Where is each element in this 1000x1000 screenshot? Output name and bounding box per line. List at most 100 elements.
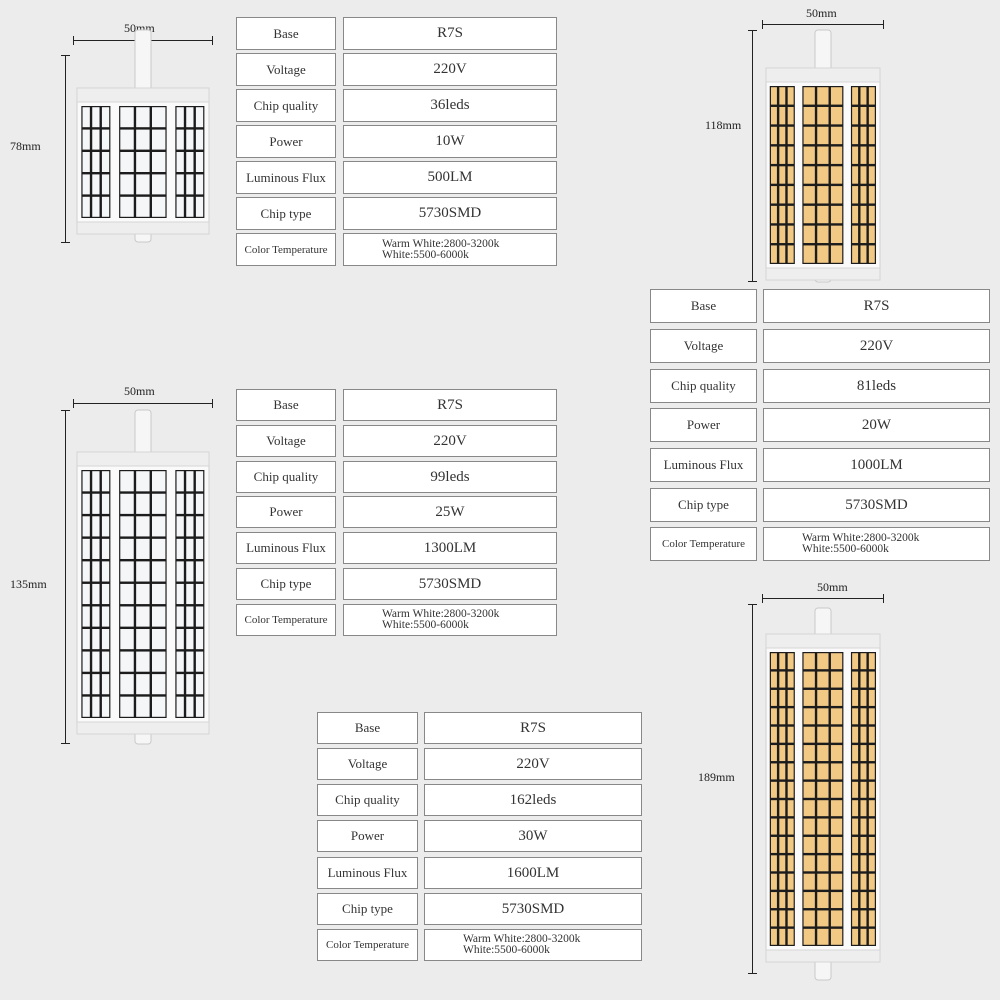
led-chip <box>92 629 100 650</box>
led-chip <box>92 107 100 128</box>
led-chip <box>860 836 867 853</box>
led-chip <box>101 129 110 150</box>
led-chip <box>101 107 110 128</box>
led-chip <box>830 928 843 945</box>
led-chip <box>186 516 194 537</box>
led-chip <box>136 174 150 195</box>
spec-value: 36leds <box>343 89 557 122</box>
led-chip <box>860 166 867 184</box>
led-chip <box>868 745 875 762</box>
led-chip <box>92 583 100 605</box>
end-pin <box>814 29 832 75</box>
led-chip <box>830 186 843 204</box>
led-chip <box>787 166 794 184</box>
led-chip <box>779 800 786 817</box>
spec-value: 220V <box>424 748 642 780</box>
spec-value: 25W <box>343 496 557 528</box>
led-chip <box>186 696 194 717</box>
led-chip <box>852 892 859 909</box>
length-dimension-label: 118mm <box>705 118 742 132</box>
led-chip <box>787 928 794 945</box>
led-chip <box>852 689 859 706</box>
led-chip <box>830 106 843 125</box>
led-chip <box>860 708 867 725</box>
led-chip <box>770 126 777 145</box>
led-chip <box>101 538 110 559</box>
led-chip <box>92 196 100 217</box>
led-chip <box>82 174 90 195</box>
led-chip <box>830 708 843 725</box>
led-chip <box>82 629 90 650</box>
led-chip <box>101 651 110 672</box>
led-chip <box>136 107 150 128</box>
led-chip <box>101 674 110 695</box>
led-chip <box>860 892 867 909</box>
length-dimension-label: 189mm <box>698 770 735 784</box>
length-dimension-tick <box>748 30 757 31</box>
led-chip <box>779 205 786 224</box>
led-chip <box>817 910 829 927</box>
spec-value: 81leds <box>763 369 990 403</box>
led-chip <box>151 493 166 514</box>
spec-value: 30W <box>424 820 642 852</box>
led-chip <box>770 653 777 670</box>
led-chip <box>779 726 786 743</box>
led-chip <box>195 196 204 217</box>
led-chip <box>770 836 777 853</box>
led-chip <box>82 196 90 217</box>
led-chip <box>195 561 204 582</box>
led-chip <box>852 726 859 743</box>
spec-label: Voltage <box>650 329 757 363</box>
led-chip <box>186 606 194 627</box>
width-dimension-line <box>762 24 884 25</box>
length-dimension-tick <box>61 410 70 411</box>
led-chip <box>82 493 90 514</box>
led-chip <box>868 763 875 780</box>
led-chip <box>82 129 90 150</box>
led-chip <box>151 196 166 217</box>
end-pin <box>134 409 152 459</box>
spec-label: Luminous Flux <box>236 532 336 564</box>
led-chip <box>852 910 859 927</box>
spec-label: Power <box>650 408 757 442</box>
led-chip <box>803 928 815 945</box>
spec-label: Chip quality <box>236 89 336 122</box>
led-chip <box>830 671 843 688</box>
spec-value: Warm White:2800-3200k White:5500-6000k <box>343 233 557 266</box>
led-chip <box>101 152 110 172</box>
led-chip <box>120 696 134 717</box>
led-chip <box>92 674 100 695</box>
led-chip <box>770 245 777 263</box>
led-chip <box>787 126 794 145</box>
led-chip <box>136 629 150 650</box>
led-chip <box>830 800 843 817</box>
led-chip <box>101 516 110 537</box>
led-chip <box>195 696 204 717</box>
color-temperature-warm: Warm White:2800-3200k <box>382 237 500 250</box>
width-dimension-tick <box>883 20 884 29</box>
led-chip <box>787 800 794 817</box>
led-chip <box>101 629 110 650</box>
led-chip <box>860 763 867 780</box>
led-chip <box>151 516 166 537</box>
led-chip <box>852 186 859 204</box>
led-chip <box>868 910 875 927</box>
spec-label: Power <box>236 125 336 158</box>
led-chip <box>803 708 815 725</box>
led-chip <box>779 836 786 853</box>
led-chip <box>787 689 794 706</box>
led-chip <box>120 152 134 172</box>
bulb-cap <box>765 633 881 649</box>
width-dimension-label: 50mm <box>806 6 837 20</box>
width-dimension-label: 50mm <box>124 384 155 398</box>
led-chip <box>852 87 859 105</box>
led-chip <box>803 836 815 853</box>
led-chip <box>830 910 843 927</box>
spec-value: Warm White:2800-3200k White:5500-6000k <box>763 527 990 561</box>
end-pin <box>134 29 152 95</box>
led-chip <box>101 561 110 582</box>
led-chip <box>136 516 150 537</box>
led-chip <box>151 696 166 717</box>
led-chip <box>852 855 859 872</box>
led-chip <box>92 493 100 514</box>
